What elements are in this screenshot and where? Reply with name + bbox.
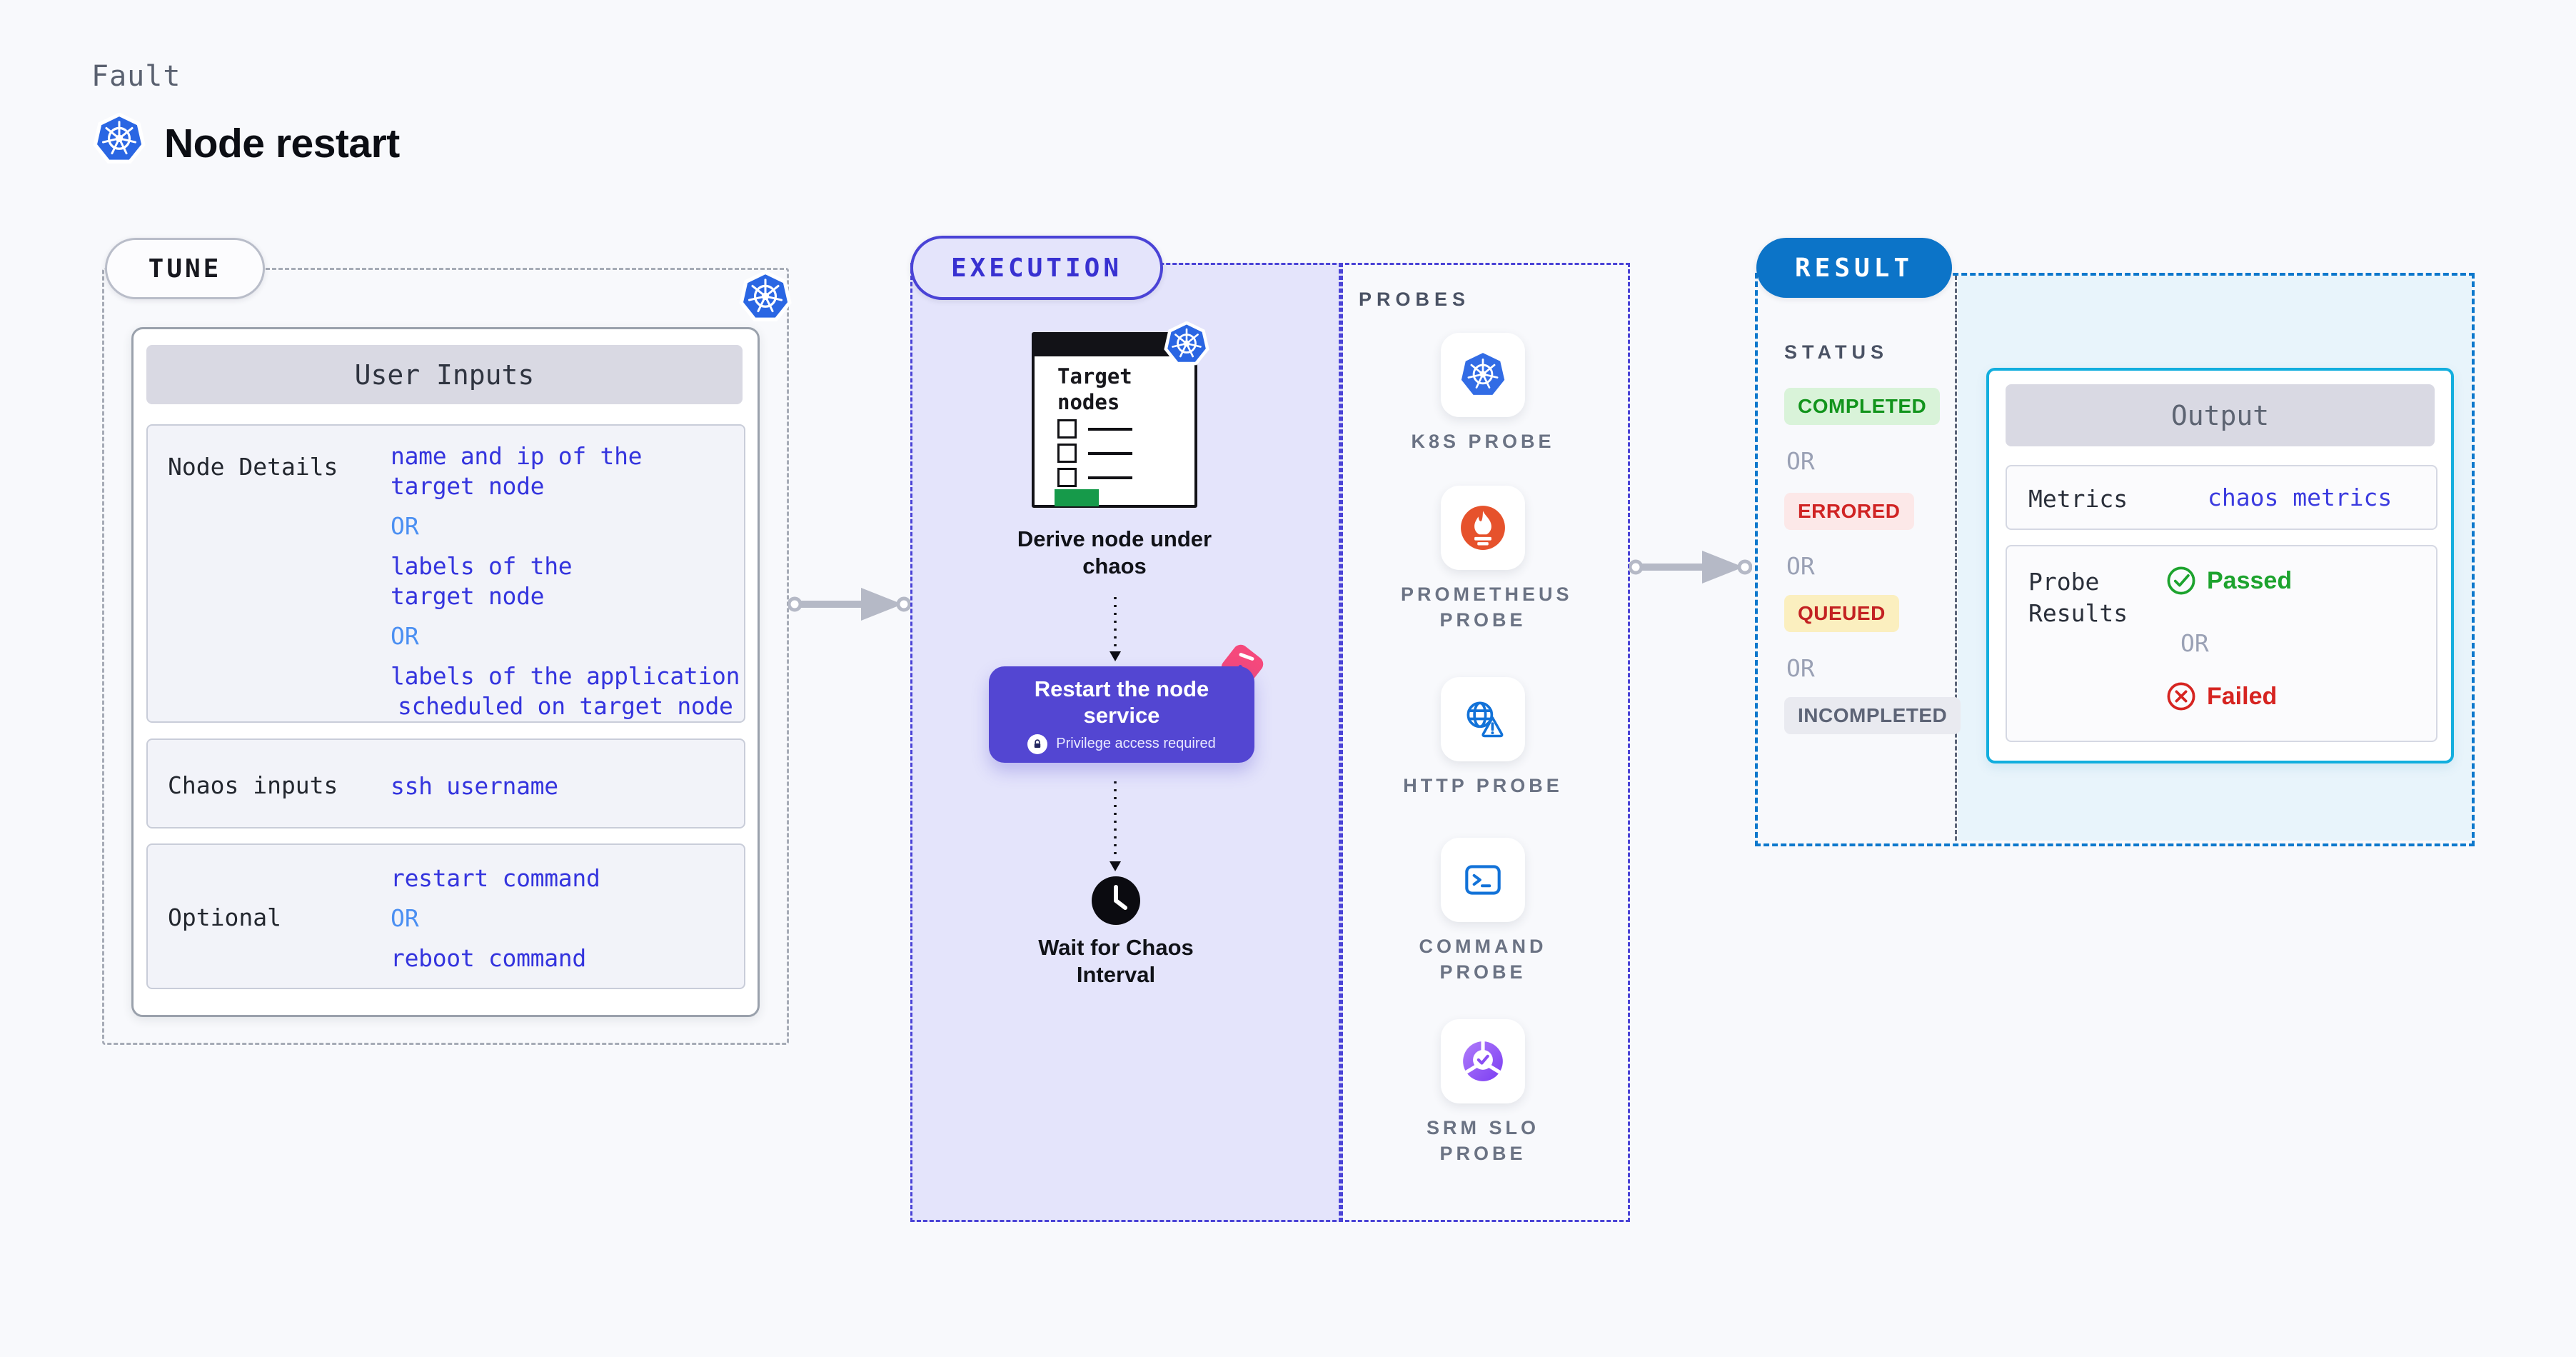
probe-item: SRM SLO PROBE bbox=[1376, 1019, 1590, 1166]
probe-item: PROMETHEUS PROBE bbox=[1376, 486, 1590, 633]
failed-result: Failed bbox=[2165, 681, 2277, 712]
result-pill: RESULT bbox=[1756, 238, 1952, 298]
row-label: Chaos inputs bbox=[168, 771, 338, 799]
value-line: target node bbox=[391, 472, 545, 500]
status-badge-queued: QUEUED bbox=[1784, 595, 1899, 632]
status-heading: STATUS bbox=[1784, 341, 1888, 363]
probe-label: SRM SLO PROBE bbox=[1426, 1117, 1539, 1164]
row-label: Optional bbox=[168, 903, 281, 931]
status-badge-completed: COMPLETED bbox=[1784, 388, 1941, 425]
privilege-note: Privilege access required bbox=[1027, 733, 1216, 754]
execution-pill: EXECUTION bbox=[910, 236, 1163, 300]
metrics-value: chaos metrics bbox=[2208, 484, 2393, 511]
probe-card bbox=[1441, 333, 1525, 417]
probe-card bbox=[1441, 838, 1525, 922]
check-circle-icon bbox=[2165, 565, 2197, 596]
node-checkbox-row bbox=[1057, 468, 1132, 487]
result-section bbox=[1755, 273, 2475, 846]
value-line: labels of the bbox=[391, 552, 573, 580]
or-separator: OR bbox=[2180, 629, 2209, 657]
probe-item: HTTP PROBE bbox=[1376, 677, 1590, 798]
page-title: Node restart bbox=[164, 121, 400, 166]
arrow-probes-to-result-icon bbox=[1629, 547, 1752, 587]
or-separator: OR bbox=[1786, 654, 1815, 682]
row-optional: Optional restart command OR reboot comma… bbox=[146, 843, 745, 989]
or-separator: OR bbox=[391, 622, 419, 650]
node-checkbox-row bbox=[1057, 444, 1132, 463]
value-line: name and ip of the bbox=[391, 442, 643, 470]
metrics-label: Metrics bbox=[2028, 485, 2128, 513]
kubernetes-icon bbox=[1164, 321, 1209, 367]
restart-node-service-button: Restart the node service Privilege acces… bbox=[989, 666, 1254, 763]
row-node-details: Node Details name and ip of the target n… bbox=[146, 424, 745, 723]
probe-card bbox=[1441, 1019, 1525, 1103]
row-values: name and ip of the target node OR labels… bbox=[391, 441, 740, 721]
user-inputs-header: User Inputs bbox=[146, 345, 743, 404]
probes-heading: PROBES bbox=[1359, 289, 1471, 310]
value-line: labels of the application bbox=[391, 662, 740, 690]
output-card: Output Metrics chaos metrics Probe Resul… bbox=[1986, 368, 2454, 763]
probe-label: COMMAND PROBE bbox=[1419, 936, 1547, 983]
probe-card bbox=[1441, 677, 1525, 761]
value-line: scheduled on target node bbox=[398, 692, 733, 720]
tune-pill: TUNE bbox=[105, 238, 265, 299]
value-line: reboot command bbox=[391, 944, 586, 972]
green-bar bbox=[1055, 489, 1099, 506]
kubernetes-probe-icon bbox=[1459, 351, 1506, 399]
derive-node-step: Derive node under chaos bbox=[1017, 526, 1212, 579]
value-line: target node bbox=[391, 582, 545, 610]
result-divider bbox=[1955, 276, 1957, 841]
probe-item: COMMAND PROBE bbox=[1376, 838, 1590, 985]
http-probe-icon bbox=[1459, 696, 1506, 743]
arrow-tune-to-execution-icon bbox=[788, 584, 911, 624]
tune-section bbox=[102, 268, 789, 1045]
probe-label: K8S PROBE bbox=[1411, 431, 1555, 452]
probe-results-row: Probe Results Passed OR Failed bbox=[2006, 545, 2437, 742]
user-inputs-table: User Inputs Node Details name and ip of … bbox=[131, 327, 760, 1017]
dotted-arrow-down-icon bbox=[1110, 781, 1121, 871]
or-separator: OR bbox=[391, 512, 419, 540]
probe-item: K8S PROBE bbox=[1376, 333, 1590, 454]
checkbox-icon bbox=[1057, 419, 1077, 439]
dotted-arrow-down-icon bbox=[1110, 597, 1121, 661]
or-separator: OR bbox=[1786, 447, 1815, 475]
row-values: restart command OR reboot command bbox=[391, 863, 600, 973]
target-nodes-title: Target nodes bbox=[1057, 364, 1132, 414]
kubernetes-icon bbox=[739, 271, 792, 324]
wait-chaos-step: Wait for Chaos Interval bbox=[1038, 935, 1194, 987]
passed-result: Passed bbox=[2165, 565, 2292, 596]
x-circle-icon bbox=[2165, 681, 2197, 712]
prometheus-probe-icon bbox=[1459, 504, 1506, 551]
fault-eyebrow: Fault bbox=[91, 60, 181, 93]
probe-results-label: Probe Results bbox=[2028, 568, 2128, 627]
command-probe-icon bbox=[1459, 856, 1506, 903]
clock-icon bbox=[1092, 876, 1140, 925]
metrics-row: Metrics chaos metrics bbox=[2006, 465, 2437, 530]
value-line: ssh username bbox=[391, 772, 558, 800]
checkbox-icon bbox=[1057, 444, 1077, 463]
checkbox-icon bbox=[1057, 468, 1077, 487]
status-badge-incompleted: INCOMPLETED bbox=[1784, 697, 1961, 734]
lock-icon bbox=[1027, 733, 1048, 754]
srm-slo-probe-icon bbox=[1459, 1038, 1506, 1085]
probe-card bbox=[1441, 486, 1525, 570]
status-badge-errored: ERRORED bbox=[1784, 493, 1914, 530]
row-label: Node Details bbox=[168, 453, 338, 481]
probe-label: HTTP PROBE bbox=[1403, 775, 1563, 796]
or-separator: OR bbox=[391, 904, 419, 932]
row-chaos-inputs: Chaos inputs ssh username bbox=[146, 738, 745, 828]
probe-label: PROMETHEUS PROBE bbox=[1401, 584, 1573, 631]
kubernetes-icon bbox=[93, 113, 146, 166]
value-line: restart command bbox=[391, 864, 600, 892]
output-header: Output bbox=[2006, 384, 2435, 446]
node-checkbox-row bbox=[1057, 419, 1132, 439]
probes-panel bbox=[1339, 263, 1630, 1222]
or-separator: OR bbox=[1786, 552, 1815, 580]
